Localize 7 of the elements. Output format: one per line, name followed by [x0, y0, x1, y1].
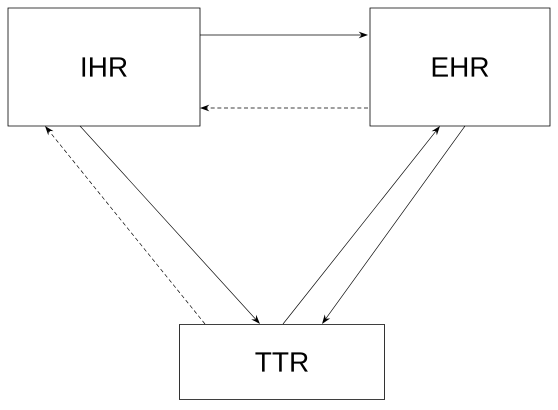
- process-box: TTR: [179, 324, 385, 400]
- arrow: [322, 126, 466, 324]
- process-box: IHR: [8, 8, 200, 126]
- arrow: [282, 126, 440, 324]
- process-box: EHR: [370, 8, 550, 126]
- arrow: [45, 126, 206, 324]
- arrow: [80, 126, 260, 324]
